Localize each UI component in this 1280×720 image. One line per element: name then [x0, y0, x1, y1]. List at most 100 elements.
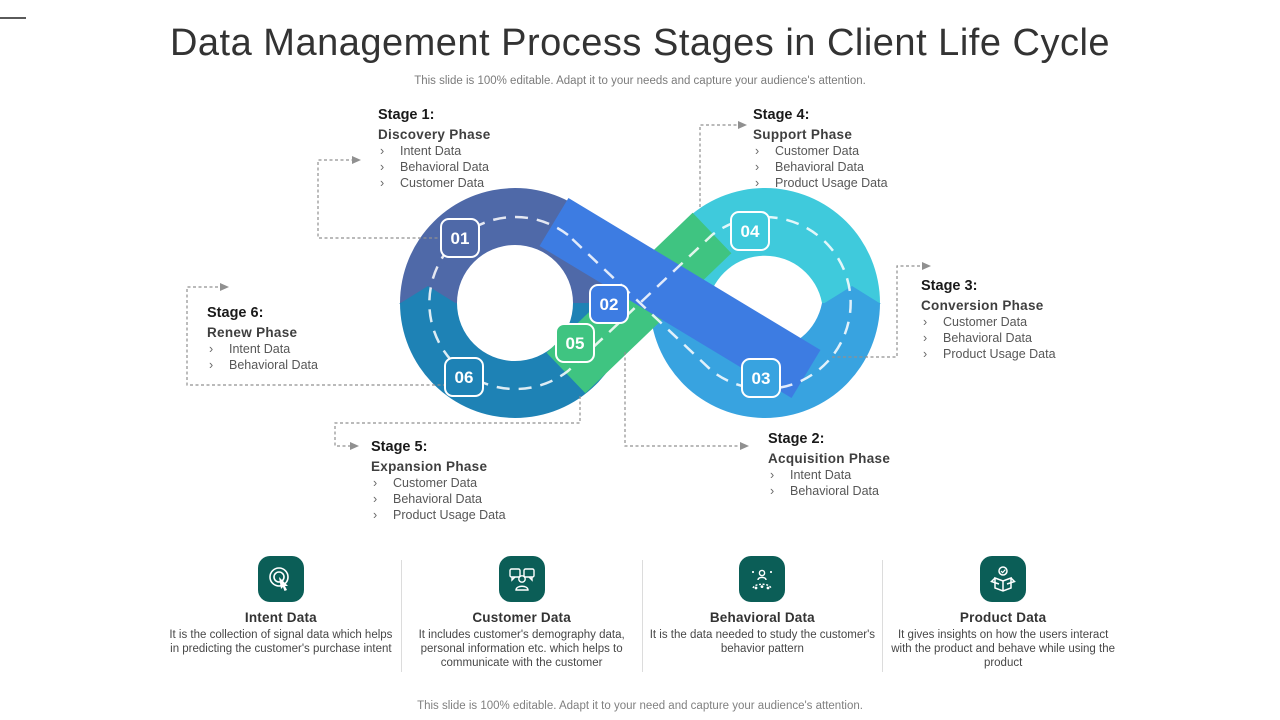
stage-badges: 01 02 03 04 05 06 [440, 211, 781, 398]
stage-6-item-text: Intent Data [229, 342, 291, 356]
stage-4-item-text: Product Usage Data [775, 176, 888, 190]
bullet-marker: › [380, 160, 385, 174]
click-target-icon [257, 556, 304, 602]
stage-3-item: ›Behavioral Data [921, 330, 1056, 346]
arrow-stage-4 [738, 121, 747, 129]
stage-5-item-text: Behavioral Data [393, 492, 482, 506]
slide-subtitle: This slide is 100% editable. Adapt it to… [414, 75, 866, 87]
stage-3-item-text: Customer Data [943, 315, 1028, 329]
connector-stage-6 [186, 286, 446, 386]
stage-6-item: ›Behavioral Data [207, 357, 318, 373]
badge-03: 03 [741, 358, 781, 398]
bullet-marker: › [380, 144, 385, 158]
connector-stage-3 [832, 265, 922, 358]
card-title: Intent Data [244, 610, 317, 625]
stage-2-label: Stage 2: [768, 431, 825, 447]
stage-5-item: › Behavioral Data [371, 491, 506, 507]
behavior-audience-icon [739, 556, 786, 602]
bullet-marker: › [923, 315, 928, 329]
arrow-stage-5 [350, 442, 359, 450]
bullet-marker: › [373, 508, 378, 522]
data-type-cards: Intent Data It is the collection of sign… [161, 552, 1123, 674]
stage-3-label: Stage 3: [921, 278, 978, 294]
bullet-marker: › [770, 468, 775, 482]
stage-5-label: Stage 5: [371, 439, 428, 455]
connector-stage-2 [624, 352, 740, 447]
arrow-stage-2 [740, 442, 749, 450]
card-intent-data: Intent Data It is the collection of sign… [161, 552, 401, 674]
slide-footer: This slide is 100% editable. Adapt it to… [417, 700, 863, 712]
bullet-marker: › [923, 331, 928, 345]
blue-strap [539, 198, 821, 398]
stage-6-block: Stage 6: Renew Phase ›Intent Data ›Behav… [207, 302, 318, 373]
bullet-marker: › [209, 358, 214, 372]
arrow-stage-1 [352, 156, 361, 164]
stage-4-item: › Behavioral Data [753, 159, 888, 175]
stage-3-item-text: Product Usage Data [943, 347, 1056, 361]
stage-4-item-text: Customer Data [775, 144, 860, 158]
stage-5-item-text: Product Usage Data [393, 508, 506, 522]
card-customer-data: Customer Data It includes customer's dem… [402, 552, 642, 674]
card-title: Customer Data [472, 610, 571, 625]
stage-2-phase: Acquisition Phase [768, 451, 891, 466]
stage-4-item-text: Behavioral Data [775, 160, 864, 174]
stage-1-block: Stage 1: Discovery Phase › Intent Data › B… [378, 104, 491, 191]
stage-6-phase: Renew Phase [207, 325, 298, 340]
connector-stage-4 [699, 124, 738, 207]
bullet-marker: › [755, 160, 760, 174]
stage-4-phase: Support Phase [753, 127, 853, 142]
stage-1-item-text: Intent Data [400, 144, 462, 158]
card-title: Product Data [959, 610, 1047, 625]
badge-06: 06 [444, 357, 484, 397]
dashed-centerline [428, 215, 852, 391]
stage-1-phase: Discovery Phase [378, 127, 491, 142]
card-behavioral-data: Behavioral Data It is the data needed to… [643, 552, 883, 674]
badge-02: 02 [589, 284, 629, 324]
card-description: It gives insights on how the users inter… [891, 629, 1115, 669]
stage-1-item-text: Customer Data [400, 176, 485, 190]
badge-05: 05 [555, 323, 595, 363]
stage-1-item: › Behavioral Data [378, 159, 491, 175]
bullet-marker: › [373, 492, 378, 506]
card-divider [400, 560, 402, 672]
stage-5-item: ›Customer Data [371, 475, 506, 491]
stage-1-item: › Intent Data [378, 143, 491, 159]
stage-2-item: ›Behavioral Data [768, 483, 890, 499]
bullet-marker: › [380, 176, 385, 190]
stage-3-item: › Customer Data [921, 314, 1056, 330]
card-title: Behavioral Data [709, 610, 815, 625]
badge-04-label: 04 [741, 222, 760, 241]
stage-1-label: Stage 1: [378, 107, 435, 123]
stage-2-item-text: Intent Data [790, 468, 852, 482]
bullet-marker: › [209, 342, 214, 356]
badge-01-label: 01 [451, 229, 470, 248]
stage-1-item: › Customer Data [378, 175, 491, 191]
right-ring-chevron [823, 286, 881, 304]
badge-04: 04 [730, 211, 770, 251]
bullet-marker: › [923, 347, 928, 361]
stage-4-label: Stage 4: [753, 107, 810, 123]
customer-chat-icon [498, 556, 545, 602]
stage-5-block: Stage 5: Expansion Phase ›Customer Data … [371, 436, 506, 523]
stage-5-item-text: Customer Data [393, 476, 478, 490]
stage-5-phase: Expansion Phase [371, 459, 488, 474]
stage-5-item: › Product Usage Data [371, 507, 506, 523]
connector-stage-5 [334, 396, 581, 447]
bullet-marker: › [755, 144, 760, 158]
left-ring-chevron [399, 286, 457, 304]
bullet-marker: › [770, 484, 775, 498]
card-description: It includes customer's demography data, … [418, 629, 625, 669]
card-description: It is the data needed to study the custo… [649, 629, 876, 655]
bullet-marker: › [755, 176, 760, 190]
badge-03-label: 03 [752, 369, 771, 388]
card-divider [882, 560, 884, 672]
arrow-stage-6 [220, 283, 229, 291]
stage-6-item: › Intent Data [207, 341, 318, 357]
stage-1-item-text: Behavioral Data [400, 160, 489, 174]
arrow-stage-3 [922, 262, 931, 270]
stage-4-block: Stage 4: Support Phase › Customer Data › B… [753, 104, 888, 191]
badge-05-label: 05 [566, 334, 585, 353]
slide-title: Data Management Process Stages in Client… [169, 22, 1111, 64]
